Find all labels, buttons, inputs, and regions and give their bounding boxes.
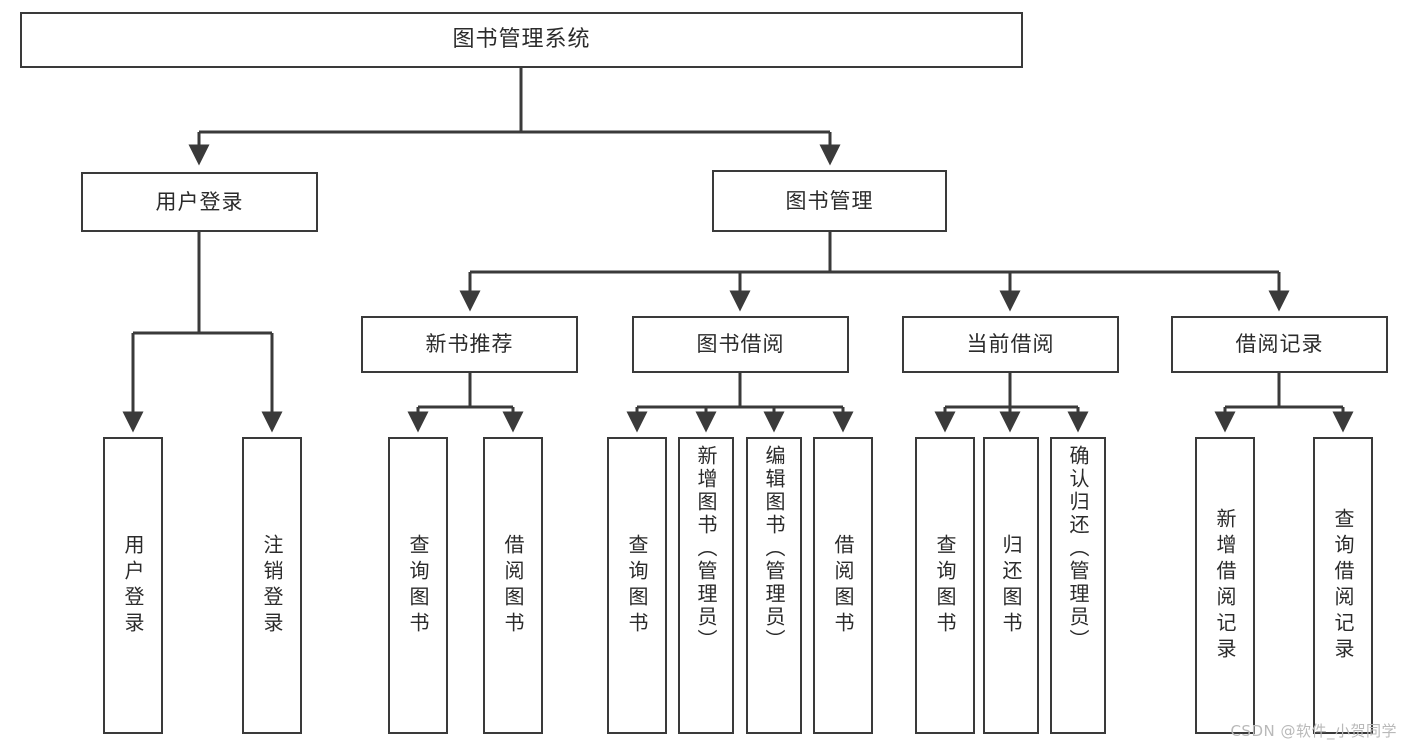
leaf-query-book-current[interactable]: 查询图书 bbox=[915, 437, 975, 734]
leaf-query-book-recommend[interactable]: 查询图书 bbox=[388, 437, 448, 734]
leaf-label: 新增借阅记录 bbox=[1213, 507, 1237, 664]
node-book-management[interactable]: 图书管理 bbox=[712, 170, 947, 232]
leaf-borrow-book[interactable]: 借阅图书 bbox=[813, 437, 873, 734]
leaf-user-logout[interactable]: 注销登录 bbox=[242, 437, 302, 734]
leaf-label: 新增图书（管理员） bbox=[694, 445, 718, 652]
leaf-label: 查询图书 bbox=[406, 533, 430, 638]
leaf-label: 查询图书 bbox=[625, 533, 649, 638]
node-borrow-record[interactable]: 借阅记录 bbox=[1171, 316, 1388, 373]
leaf-edit-book-admin[interactable]: 编辑图书（管理员） bbox=[746, 437, 802, 734]
leaf-return-book[interactable]: 归还图书 bbox=[983, 437, 1039, 734]
node-root-system[interactable]: 图书管理系统 bbox=[20, 12, 1023, 68]
leaf-add-borrow-record[interactable]: 新增借阅记录 bbox=[1195, 437, 1255, 734]
node-new-book-recommend[interactable]: 新书推荐 bbox=[361, 316, 578, 373]
leaf-user-login[interactable]: 用户登录 bbox=[103, 437, 163, 734]
leaf-confirm-return-admin[interactable]: 确认归还（管理员） bbox=[1050, 437, 1106, 734]
leaf-query-book-borrow[interactable]: 查询图书 bbox=[607, 437, 667, 734]
leaf-label: 注销登录 bbox=[260, 533, 284, 638]
leaf-query-borrow-record[interactable]: 查询借阅记录 bbox=[1313, 437, 1373, 734]
leaf-label: 用户登录 bbox=[121, 533, 145, 638]
node-user-login[interactable]: 用户登录 bbox=[81, 172, 318, 232]
leaf-label: 借阅图书 bbox=[831, 533, 855, 638]
leaf-label: 查询图书 bbox=[933, 533, 957, 638]
node-book-borrow[interactable]: 图书借阅 bbox=[632, 316, 849, 373]
leaf-label: 确认归还（管理员） bbox=[1066, 445, 1090, 652]
leaf-label: 归还图书 bbox=[999, 533, 1023, 638]
leaf-label: 编辑图书（管理员） bbox=[762, 445, 786, 652]
csdn-watermark: CSDN @软件_小贺同学 bbox=[1230, 722, 1397, 740]
leaf-add-book-admin[interactable]: 新增图书（管理员） bbox=[678, 437, 734, 734]
leaf-borrow-book-recommend[interactable]: 借阅图书 bbox=[483, 437, 543, 734]
leaf-label: 查询借阅记录 bbox=[1331, 507, 1355, 664]
leaf-label: 借阅图书 bbox=[501, 533, 525, 638]
node-current-borrow[interactable]: 当前借阅 bbox=[902, 316, 1119, 373]
